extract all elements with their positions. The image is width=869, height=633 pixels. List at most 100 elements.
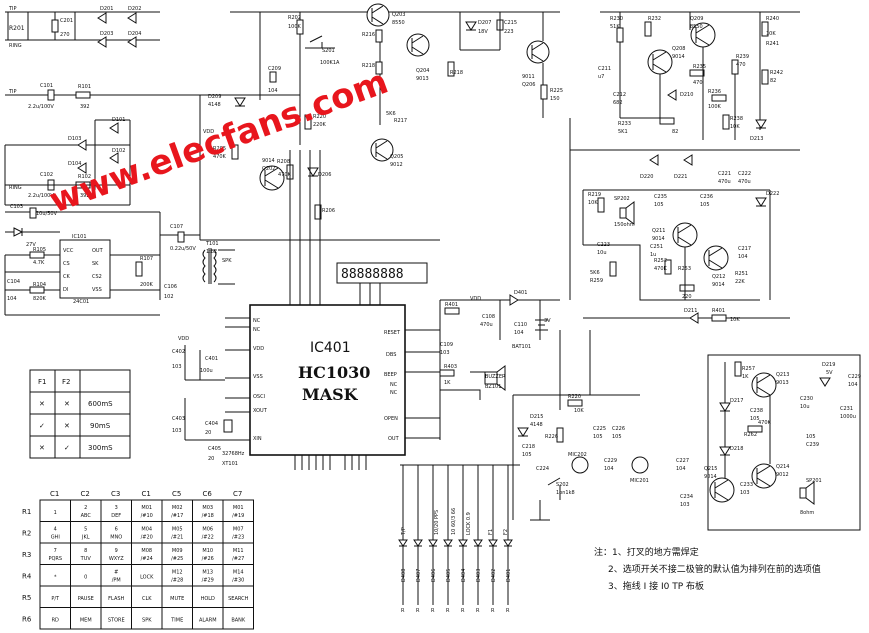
c106-value: 102 xyxy=(164,294,174,300)
option-cell: ✓ xyxy=(64,444,70,452)
r225-value: 150 xyxy=(550,96,560,102)
keypad-key-label: M14 xyxy=(233,570,244,576)
d211-label: D211 xyxy=(684,308,697,314)
keypad-key-label: M08 xyxy=(141,548,152,554)
keypad-key-label: GHI xyxy=(51,535,60,541)
option-cell: ✕ xyxy=(39,400,45,408)
switch-label: F2 xyxy=(503,529,509,535)
d204-label: D204 xyxy=(128,31,141,37)
zener-d219 xyxy=(819,377,831,387)
r403-label: R403 xyxy=(444,364,457,370)
c109-label: C109 xyxy=(440,342,453,348)
r232-label: R232 xyxy=(648,16,661,22)
ic-main-ref: IC401 xyxy=(310,340,351,356)
keypad-key-label: /PM xyxy=(112,578,121,584)
bridge-diode-d204 xyxy=(127,36,137,48)
transistor-q206 xyxy=(526,40,550,64)
c107-label: C107 xyxy=(170,224,183,230)
ic-pin-vss: VSS xyxy=(253,374,263,380)
c215-value: 223 xyxy=(504,29,514,35)
r208-label: R208 xyxy=(277,159,290,165)
keypad-key-label: LOCK xyxy=(140,575,154,581)
ic-pin-xin: XIN xyxy=(253,436,262,442)
keypad-key-label: MNO xyxy=(110,535,122,541)
keypad-col-header: C3 xyxy=(111,490,120,498)
c110-label: C110 xyxy=(514,322,527,328)
r241-label: R241 xyxy=(766,41,779,47)
ring-detect-section: TIP C101 2.2u/100V R101 392 D101 D102 D1… xyxy=(4,83,200,206)
keypad-key-label: M01 xyxy=(233,505,244,511)
r107-label: R107 xyxy=(140,256,153,262)
r202-value: 100K xyxy=(288,24,302,30)
c225-value: 105 xyxy=(593,434,603,440)
r105-label: R105 xyxy=(33,247,46,253)
option-cell: ✕ xyxy=(64,400,70,408)
keypad-key-label: DEF xyxy=(111,513,121,519)
switch-s201 xyxy=(305,35,335,49)
ic101-pin-sk: SK xyxy=(92,261,99,267)
keypad-key-label: ALARM xyxy=(199,618,217,624)
spk-label: SPK xyxy=(222,258,232,264)
q212-label: Q212 xyxy=(712,274,725,280)
keypad-col-header: C5 xyxy=(172,490,181,498)
r220b-label: R220 xyxy=(568,394,581,400)
c103-label: C103 xyxy=(10,204,23,210)
d210-label: D210 xyxy=(680,92,693,98)
crystal-xt101 xyxy=(223,419,233,433)
option-header-f2: F2 xyxy=(62,378,70,386)
d207-value: 18V xyxy=(478,29,488,35)
speaker-sp202 xyxy=(619,201,635,225)
bridge-diode-d202 xyxy=(127,12,137,24)
d103-label: D103 xyxy=(68,136,81,142)
r220-value: 220K xyxy=(313,122,327,128)
keypad-key-label: 0 xyxy=(84,575,87,581)
keypad-key-label: SPK xyxy=(142,618,152,624)
d207-label: D207 xyxy=(478,20,491,26)
c218-value: 105 xyxy=(522,452,532,458)
keypad-key-label: M03 xyxy=(202,505,213,511)
keypad-key-label: /#19 xyxy=(232,513,244,519)
ic-pin-nc3: NC xyxy=(390,382,398,388)
transistor-q204 xyxy=(406,33,430,57)
r107-value: 200K xyxy=(140,282,154,288)
speech-amplifier-section: R230 51K R232 Q208 9014 Q209 8550 C211 u… xyxy=(569,11,800,300)
c238-value: 105 xyxy=(750,416,760,422)
c401-label: C401 xyxy=(205,356,218,362)
switch-diode xyxy=(458,539,468,547)
switch-diode xyxy=(413,539,423,547)
switch-label: LOCK 0.9 xyxy=(466,512,472,535)
note-1: 注：1、打叉的地方需焊定 xyxy=(594,546,699,558)
switch-diode xyxy=(398,539,408,547)
d219-value: 5V xyxy=(826,370,833,376)
battery-bat101 xyxy=(535,319,548,331)
keypad-row-header: R6 xyxy=(22,616,32,624)
r401-value: 10K xyxy=(730,317,740,323)
transistor-q202 xyxy=(259,165,285,191)
switch-row-label: R xyxy=(461,608,465,614)
c222-label: C222 xyxy=(738,171,751,177)
option-table: F1 F2 ✕ ✕ 600mS ✓ ✕ 90mS ✕ ✓ 300mS xyxy=(29,369,131,459)
switch-diode-label: D402 xyxy=(491,569,497,582)
q204-label: Q204 xyxy=(416,68,429,74)
r218-label: R218 xyxy=(362,63,375,69)
keypad-key-label: M10 xyxy=(202,548,213,554)
r403-value: 1K xyxy=(444,380,451,386)
option-cell: 90mS xyxy=(90,422,111,430)
c251-value: 1u xyxy=(650,252,656,258)
switch-row-label: R xyxy=(491,608,495,614)
r225-label: R225 xyxy=(550,88,563,94)
d201-d204-note: 270 xyxy=(60,32,70,38)
ic-pin-vdd: VDD xyxy=(253,346,264,352)
c212-value: 682 xyxy=(613,100,623,106)
switch-diode-label: D404 xyxy=(461,569,467,582)
keypad-key-label: /#18 xyxy=(202,513,214,519)
r257-label: R257 xyxy=(742,366,755,372)
keypad-row-header: R3 xyxy=(22,551,31,559)
ring-label-2: RING xyxy=(9,185,22,191)
c234-label: C234 xyxy=(680,494,693,500)
r101-label: R101 xyxy=(78,84,91,90)
switch-diode xyxy=(443,539,453,547)
r220-label: R220 xyxy=(313,114,326,120)
switch-diode-label: D408 xyxy=(401,569,407,582)
ring-label: RING xyxy=(9,43,22,49)
